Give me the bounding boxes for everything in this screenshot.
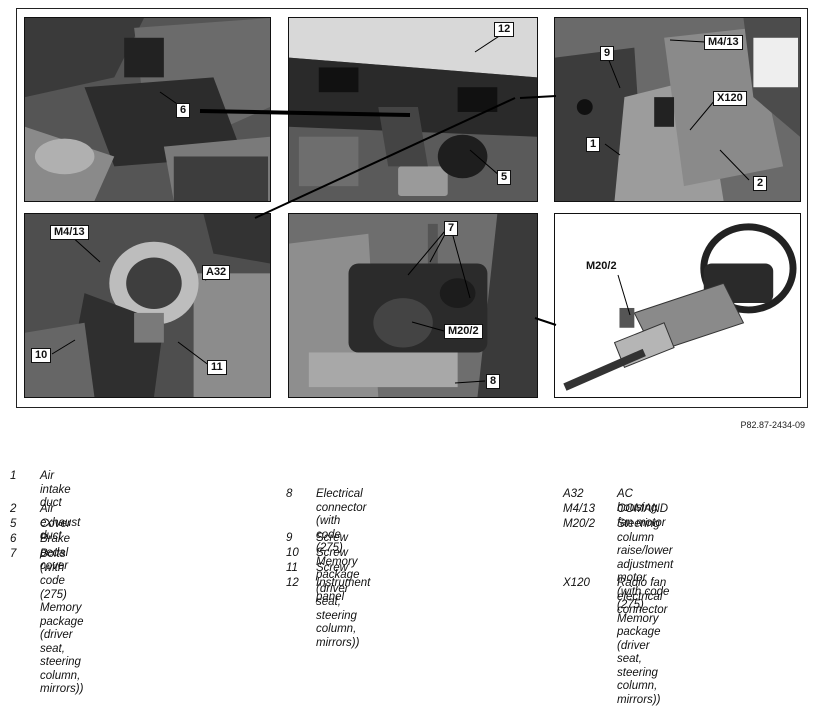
legend-item-text: Radio fan electrical connector: [617, 577, 668, 616]
callout-a32: A32: [202, 265, 231, 280]
photo-steering-column: [554, 213, 801, 398]
legend-item-text: Air exhaust duct: [40, 503, 81, 542]
legend-item-number: M20/2: [563, 518, 595, 530]
callout-5: 5: [497, 170, 512, 185]
callout-7: 7: [444, 221, 459, 236]
callout-m4-13-bottom: M4/13: [50, 225, 89, 240]
callout-10: 10: [31, 348, 52, 363]
photo-comand-fan-motor: [24, 213, 271, 398]
photo-steering-motor: [288, 213, 538, 398]
callout-8: 8: [486, 374, 501, 389]
legend-item-text: Screw: [316, 562, 348, 574]
callout-6: 6: [176, 103, 191, 118]
legend-item-text: Screw: [316, 532, 348, 544]
legend-item-number: 12: [286, 577, 299, 589]
legend-item-text: Brake pedal cover: [40, 533, 71, 572]
photo-air-ducts: [554, 17, 801, 202]
legend-item-text: COMAND fan motor: [617, 503, 669, 529]
legend-item-text: Screw: [316, 547, 348, 559]
callout-9: 9: [600, 46, 615, 61]
legend-item-text: Bolts (with code (275) Memory package (d…: [40, 548, 84, 695]
legend-item-text: Air intake duct: [40, 470, 71, 509]
legend-item-number: 9: [286, 532, 293, 544]
callout-11: 11: [207, 360, 227, 375]
callout-m20-2-right: M20/2: [583, 260, 620, 273]
legend-item-number: 7: [10, 548, 17, 560]
callout-1: 1: [586, 137, 601, 152]
callout-2: 2: [753, 176, 768, 191]
legend-item-number: X120: [563, 577, 590, 589]
legend-item-text: Cover: [40, 518, 71, 530]
legend-item-number: 10: [286, 547, 299, 559]
legend-item-number: 2: [10, 503, 17, 515]
callout-x120: X120: [713, 91, 747, 106]
legend-item-number: 11: [286, 562, 298, 574]
legend-item-number: 6: [10, 533, 17, 545]
callout-12: 12: [494, 22, 515, 37]
legend-item-number: M4/13: [563, 503, 595, 515]
legend-item-number: A32: [563, 488, 584, 500]
callout-m4-13-top: M4/13: [704, 35, 743, 50]
legend-item-number: 1: [10, 470, 17, 482]
callout-m20-2-middle: M20/2: [444, 324, 483, 339]
photo-brake-pedal-cover: [24, 17, 271, 202]
figure-id: P82.87-2434-09: [740, 420, 805, 430]
legend-item-text: AC housing: [617, 488, 658, 514]
legend-item-number: 8: [286, 488, 293, 500]
legend-item-number: 5: [10, 518, 17, 530]
